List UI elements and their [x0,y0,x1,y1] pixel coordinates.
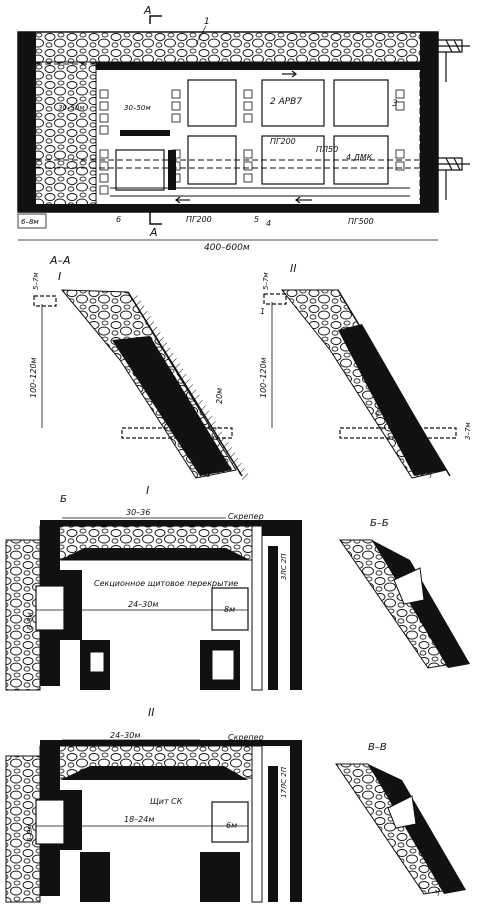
vv-orebody [368,764,466,894]
detail-i-side: 6–8м [26,612,34,630]
aa2-h37: 3–7м [464,422,472,440]
detail-ii-scraper: Скрепер [228,733,264,742]
detail-ii-height: 6м [226,821,237,830]
plan-label-pg500: ПГ500 [348,217,374,226]
section-bb-title: Б–Б [370,518,389,529]
detail-i: I Б Б 30–36 Скрепер Секционное щитовое п… [5,484,302,691]
detail-i-shield-cover [60,548,250,560]
aa2-hanging-wall [337,289,451,477]
plan-dim-total: 400–600м [204,243,250,253]
plan-label-pg200a: ПГ200 [270,137,296,146]
detail-i-inner: 24–30м [128,600,158,609]
vv-chamber [387,795,417,829]
section-aa-title: А–А [49,254,71,267]
aa2-top-height: 5–7м [262,272,270,290]
aa2-orebody [338,324,446,476]
detail-ii-title: II [148,706,155,719]
detail-i-marker-top: Б [60,494,67,505]
detail-i-left-chamber [35,585,65,631]
aa1-top-drift [33,295,57,307]
detail-i-right-chamber [211,587,249,631]
plan-top-drift [96,62,420,70]
plan-label-pg200b: ПГ200 [186,215,212,224]
plan-bottom-drift [18,204,438,212]
aa2-top-drift [263,293,287,305]
plan-rock-top [17,31,439,63]
plan-dim-1: 30–50м [58,104,85,112]
section-aa: А–А I II 100–120м 5–7м 20м 55° 6–10м 100… [29,254,472,481]
detail-ii: II 24–30м Скрепер Щит СК 18–24м 6м 6–8м … [5,706,302,903]
plan-marker-top: А [143,4,152,17]
aa2-label-1: 1 [260,307,265,316]
detail-ii-vert: 17ЛС 2П [280,766,288,798]
detail-i-rock-left [5,539,41,691]
detail-ii-side: 6–8м [26,824,34,842]
plan-label-3: 3 [392,99,398,109]
detail-i-top-band [40,520,302,526]
section-aa-variant-2: II [290,262,297,275]
section-vv: В–В 3–6м [335,742,466,897]
plan-dim-width: 6–8м [21,218,39,226]
detail-i-title: I [146,484,149,497]
section-vv-title: В–В [368,742,387,753]
plan-label-4: 4 [266,219,271,228]
detail-ii-rock-left [5,755,41,903]
plan-ventilation-frame [438,39,470,200]
section-bb: Б–Б 4–10м [339,518,470,669]
plan-view: А А 1 2 АРВ7 3 ПГ200 ПЛ50 4 ДМК 6 ПГ200 … [17,4,470,253]
detail-ii-left-chamber [35,799,65,845]
bb-orebody [372,540,470,668]
plan-right-pillar [420,32,438,212]
plan-marker-bottom: А [149,226,158,239]
detail-i-ladder [251,525,263,691]
detail-ii-inner: 18–24м [124,815,154,824]
aa1-top-height: 5–7м [32,272,40,290]
aa1-angle: 55° [160,408,172,416]
detail-ii-length: 24–30м [110,731,140,740]
plan-section-marker [149,15,162,225]
detail-ii-shield [60,766,248,780]
detail-ii-right-chamber [211,801,249,843]
plan-label-5: 5 [254,215,259,224]
detail-ii-shield-label: Щит СК [150,797,183,806]
plan-left-pillar [18,32,36,212]
aa2-bottom-drift [339,427,457,439]
plan-rooms [115,79,389,191]
aa1-h20: 20м [215,388,224,404]
detail-i-length: 30–36 [126,508,150,517]
plan-label-6: 6 [116,215,121,224]
detail-i-cover: Секционное щитовое перекрытие [94,579,238,588]
detail-i-scraper: Скрепер [228,512,264,521]
plan-label-pl50: ПЛ50 [316,145,338,154]
bb-chamber [393,567,425,605]
plan-band [168,150,176,190]
section-aa-variant-1: I [58,270,61,283]
plan-band [120,130,170,136]
aa1-bottom-drift [121,427,233,439]
plan-label-1: 1 [204,17,210,27]
plan-dim-2: 30–50м [124,104,151,112]
plan-label-2: 2 АРВ7 [270,97,302,107]
plan-arrows [175,70,312,204]
detail-i-height: 8м [224,605,235,614]
detail-i-vert: 3ЛС 2П [280,553,288,580]
plan-dashed-lines [18,63,438,200]
aa2-height: 100–120м [259,357,268,398]
aa1-orebody [112,336,232,476]
aa1-height: 100–120м [29,357,38,398]
detail-ii-ladder [251,745,263,903]
plan-label-4dmk: 4 ДМК [346,153,373,162]
